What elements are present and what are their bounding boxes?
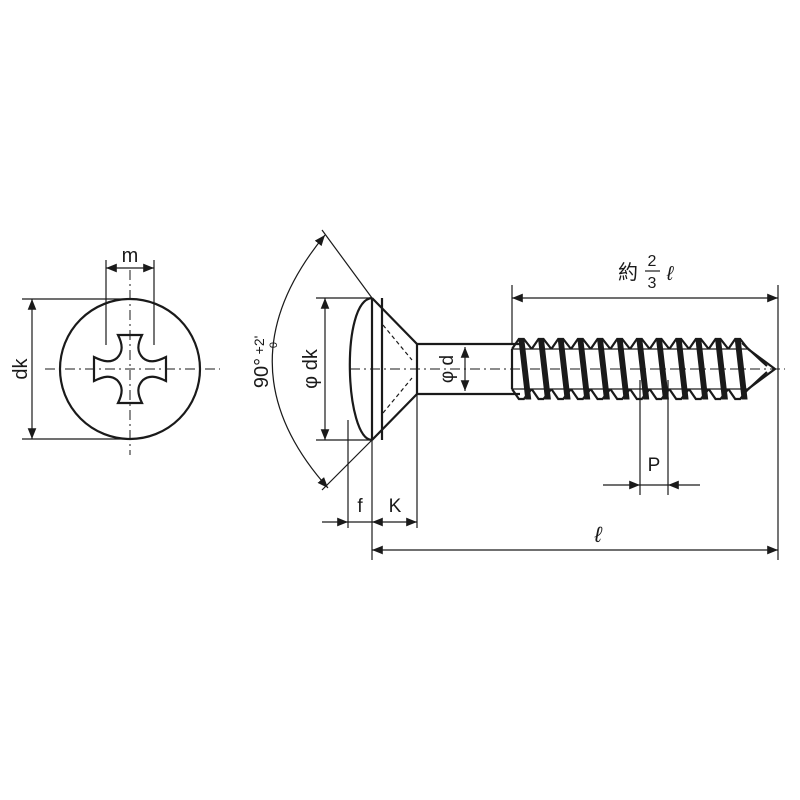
approx-suffix: ℓ <box>666 263 675 285</box>
approx-fraction-num: 2 <box>648 253 657 270</box>
thread-helix-band <box>577 338 591 400</box>
screw-tip-thread <box>741 342 768 396</box>
angle-label-90: 90° <box>251 358 273 388</box>
dim-label-l: ℓ <box>593 522 602 547</box>
head-top-view: m dk <box>10 245 220 455</box>
dim-label-f: f <box>357 496 363 517</box>
dim-label-m: m <box>122 245 139 267</box>
dim-label-phi-d: φ d <box>437 355 458 383</box>
thread-helix-band <box>616 338 630 400</box>
screw-side-view: φ d φ dk 90° +2' 0 f K ℓ 約 2 <box>251 229 785 560</box>
thread-helix-band <box>636 338 650 400</box>
dim-label-K: K <box>389 496 402 517</box>
angle-tol-upper: +2' <box>251 336 267 355</box>
thread-helix-band <box>596 338 610 400</box>
oval-head-dome <box>348 296 373 442</box>
approx-prefix: 約 <box>618 261 638 284</box>
dim-label-P: P <box>648 455 661 476</box>
dim-label-dk: dk <box>10 357 32 379</box>
thread-helix-band <box>714 338 728 400</box>
thread-helix-band <box>734 338 748 400</box>
approx-fraction-den: 3 <box>648 275 657 292</box>
phillips-recess-icon <box>92 333 168 405</box>
thread-helix-band <box>695 338 709 400</box>
thread-helix-band <box>675 338 689 400</box>
dim-label-phi-dk: φ dk <box>300 348 322 389</box>
angle-tol-lower: 0 <box>268 342 280 348</box>
